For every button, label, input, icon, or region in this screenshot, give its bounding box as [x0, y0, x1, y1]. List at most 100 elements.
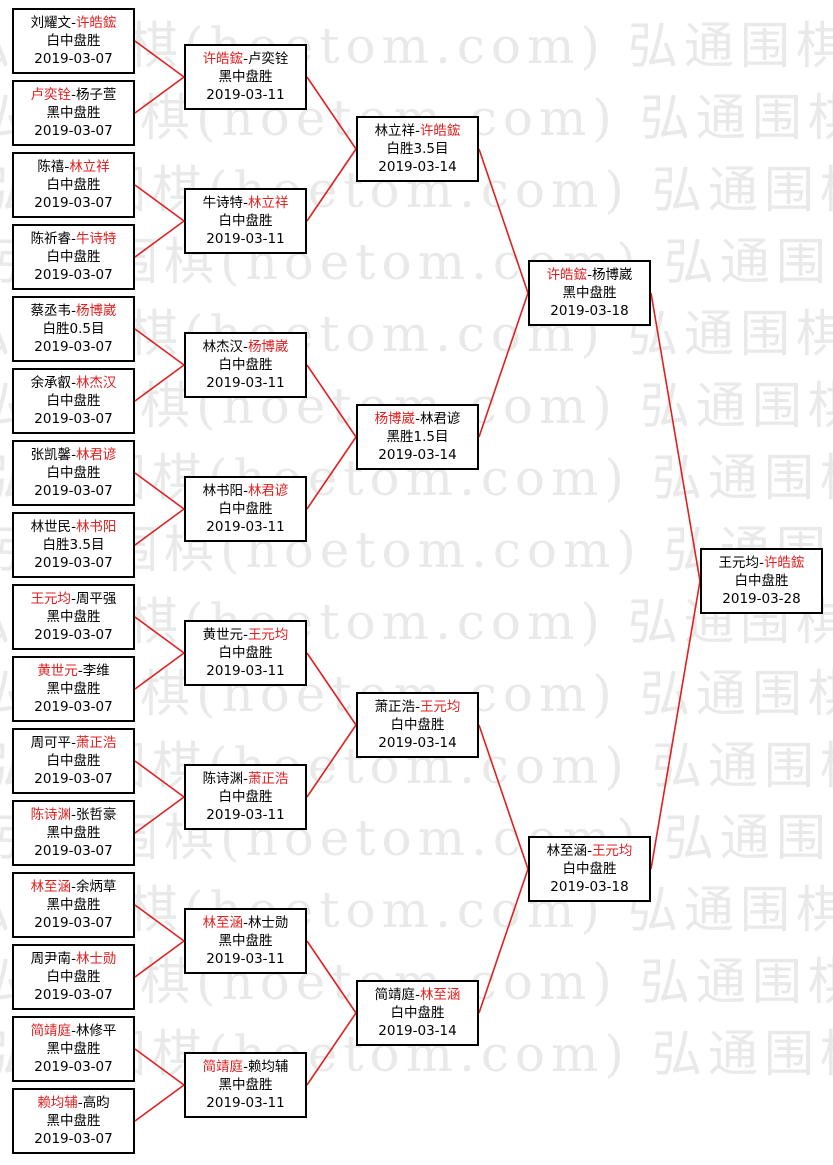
player-white: 杨博崴 [591, 267, 633, 283]
match-date: 2019-03-07 [34, 771, 113, 787]
match-date: 2019-03-07 [34, 195, 113, 211]
match-players: 陈诗渊-张哲豪 [31, 806, 117, 824]
match-date: 2019-03-14 [378, 159, 457, 175]
match-date: 2019-03-11 [206, 375, 285, 391]
player-white: 余炳草 [75, 879, 117, 895]
bracket-connector [306, 76, 357, 150]
match-date-row: 2019-03-11 [206, 950, 284, 968]
match-result: 白中盘胜 [218, 501, 273, 517]
player-black: 林书阳 [202, 483, 244, 499]
match-result: 黑中盘胜 [46, 105, 101, 121]
match-date-row: 2019-03-11 [206, 230, 284, 248]
match-date-row: 2019-03-07 [34, 266, 112, 284]
player-separator: - [415, 699, 420, 715]
match-result: 白胜3.5目 [42, 537, 105, 553]
match-result: 黑中盘胜 [46, 1113, 101, 1129]
player-white: 高昀 [82, 1095, 110, 1111]
player-white: 张哲豪 [75, 807, 117, 823]
match-result-row: 黑中盘胜 [47, 104, 101, 122]
match-players: 简靖庭-林至涵 [375, 986, 461, 1004]
match-date: 2019-03-11 [206, 663, 285, 679]
match-result-row: 黑中盘胜 [219, 68, 273, 86]
match-result: 白中盘胜 [46, 465, 101, 481]
player-black: 简靖庭 [30, 1023, 72, 1039]
match-date: 2019-03-07 [34, 411, 113, 427]
player-separator: - [415, 123, 420, 139]
match-date-row: 2019-03-07 [34, 986, 112, 1004]
match-date-row: 2019-03-28 [722, 590, 800, 608]
match-date: 2019-03-14 [378, 735, 457, 751]
player-black: 余承叡 [30, 375, 72, 391]
player-white: 许皓鋐 [419, 123, 461, 139]
bracket-connector [650, 292, 701, 582]
match-date-row: 2019-03-07 [34, 122, 112, 140]
match-players: 萧正浩-王元均 [375, 698, 461, 716]
match-result-row: 黑中盘胜 [47, 1040, 101, 1058]
player-white: 李维 [82, 663, 110, 679]
match-date: 2019-03-18 [550, 303, 629, 319]
match-result: 白中盘胜 [46, 33, 101, 49]
player-black: 简靖庭 [374, 987, 416, 1003]
match-players: 林至涵-余炳草 [31, 878, 117, 896]
player-white: 王元均 [419, 699, 461, 715]
match-date-row: 2019-03-07 [34, 410, 112, 428]
match-players: 牛诗特-林立祥 [203, 194, 289, 212]
match-players: 许皓鋐-杨博崴 [547, 266, 633, 284]
player-black: 林杰汉 [202, 339, 244, 355]
match-players: 张凯馨-林君谚 [31, 446, 117, 464]
player-separator: - [71, 375, 76, 391]
match-players: 黄世元-王元均 [203, 626, 289, 644]
match-players: 余承叡-林杰汉 [31, 374, 117, 392]
match-date: 2019-03-11 [206, 519, 285, 535]
match-date: 2019-03-07 [34, 915, 113, 931]
match-result-row: 黑中盘胜 [47, 824, 101, 842]
player-separator: - [71, 1023, 76, 1039]
match-players: 王元均-许皓鋐 [719, 554, 805, 572]
match-result: 白中盘胜 [218, 645, 273, 661]
bracket-connector [134, 760, 185, 798]
player-separator: - [71, 303, 76, 319]
player-black: 周可平 [30, 735, 72, 751]
match-result: 黑中盘胜 [46, 681, 101, 697]
match-result: 黑中盘胜 [562, 285, 617, 301]
match-result: 黑中盘胜 [218, 69, 273, 85]
match-result-row: 白中盘胜 [219, 788, 273, 806]
player-white: 林书阳 [75, 519, 117, 535]
match-date-row: 2019-03-11 [206, 1094, 284, 1112]
player-separator: - [71, 519, 76, 535]
bracket-connector [478, 724, 529, 870]
player-separator: - [243, 51, 248, 67]
bracket-connector [306, 724, 357, 798]
match-result-row: 白中盘胜 [735, 572, 789, 590]
player-separator: - [71, 87, 76, 103]
match-date-row: 2019-03-07 [34, 194, 112, 212]
player-black: 黄世元 [202, 627, 244, 643]
player-white: 林君谚 [419, 411, 461, 427]
match-players: 许皓鋐-卢奕铨 [203, 50, 289, 68]
bracket-connector [134, 328, 185, 366]
player-black: 陈禧 [37, 159, 65, 175]
player-white: 王元均 [247, 627, 289, 643]
match-result: 白胜3.5目 [386, 141, 449, 157]
player-separator: - [64, 159, 70, 175]
match-date-row: 2019-03-18 [550, 302, 628, 320]
bracket-connector [134, 940, 185, 978]
bracket-connector [134, 904, 185, 942]
match-result: 黑中盘胜 [46, 1041, 101, 1057]
player-black: 王元均 [718, 555, 760, 571]
player-black: 陈诗渊 [30, 807, 72, 823]
player-white: 赖均辅 [247, 1059, 289, 1075]
bracket-connector [134, 508, 185, 546]
player-separator: - [759, 555, 764, 571]
